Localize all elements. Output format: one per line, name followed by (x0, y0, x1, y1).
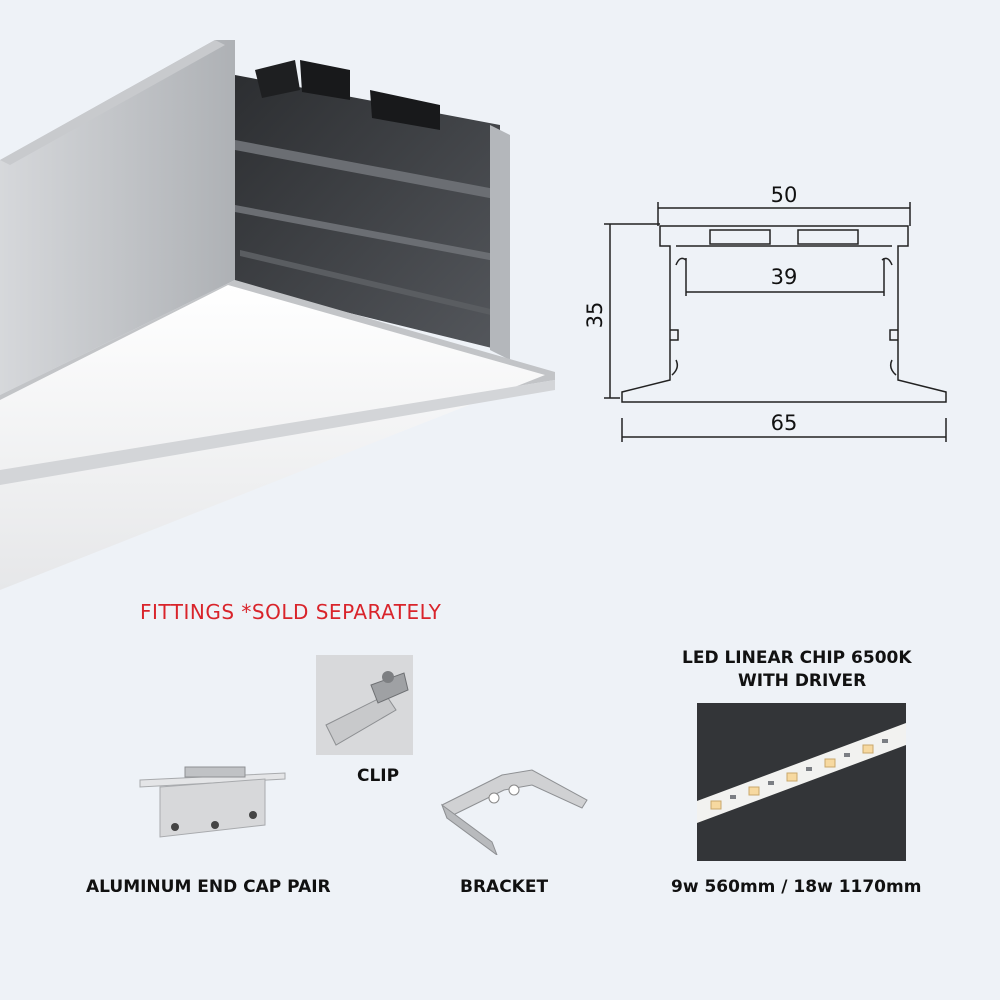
clip-image (316, 655, 413, 755)
end-cap-label: ALUMINUM END CAP PAIR (86, 877, 331, 897)
end-cap-image (139, 766, 286, 838)
bracket-image (440, 769, 588, 855)
led-strip-image (697, 703, 906, 861)
dim-top-width: 50 (771, 183, 798, 207)
led-title-line1: LED LINEAR CHIP 6500K (682, 648, 912, 668)
dim-inner-width: 39 (771, 265, 798, 289)
bracket-label: BRACKET (460, 877, 549, 897)
dim-height: 35 (583, 302, 607, 329)
fittings-title: FITTINGS *SOLD SEPARATELY (140, 600, 442, 624)
dim-bottom-width: 65 (771, 411, 798, 435)
led-spec: 9w 560mm / 18w 1170mm (671, 877, 922, 897)
clip-label: CLIP (357, 766, 400, 786)
led-title-line2: WITH DRIVER (738, 671, 867, 691)
cross-section-diagram: 50 39 35 65 (583, 183, 947, 442)
aluminum-profile-image (0, 40, 555, 590)
